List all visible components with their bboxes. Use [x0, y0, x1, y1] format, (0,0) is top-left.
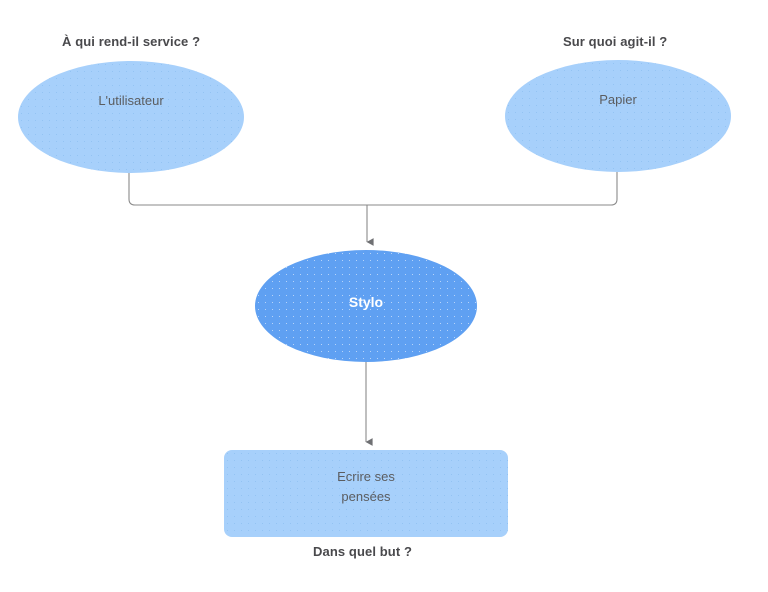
question-label-left: À qui rend-il service ?: [62, 34, 201, 49]
question-label-right: Sur quoi agit-il ?: [563, 34, 668, 49]
node-purpose-line-2: pensées: [341, 488, 391, 504]
node-user-label: L'utilisateur: [98, 93, 164, 108]
node-paper[interactable]: Papier: [505, 60, 731, 172]
node-purpose-line-1: Ecrire ses: [337, 468, 395, 484]
connector-user-to-stylo: [128, 172, 367, 206]
node-user[interactable]: L'utilisateur: [18, 61, 244, 173]
node-stylo-label: Stylo: [348, 294, 384, 310]
node-purpose-label: Ecrire ses pensées: [337, 467, 395, 507]
question-label-bottom: Dans quel but ?: [313, 544, 412, 559]
node-purpose[interactable]: Ecrire ses pensées: [224, 450, 508, 537]
node-stylo[interactable]: Stylo: [255, 250, 477, 362]
connector-paper-to-stylo: [367, 172, 618, 206]
node-paper-label: Papier: [599, 92, 637, 107]
